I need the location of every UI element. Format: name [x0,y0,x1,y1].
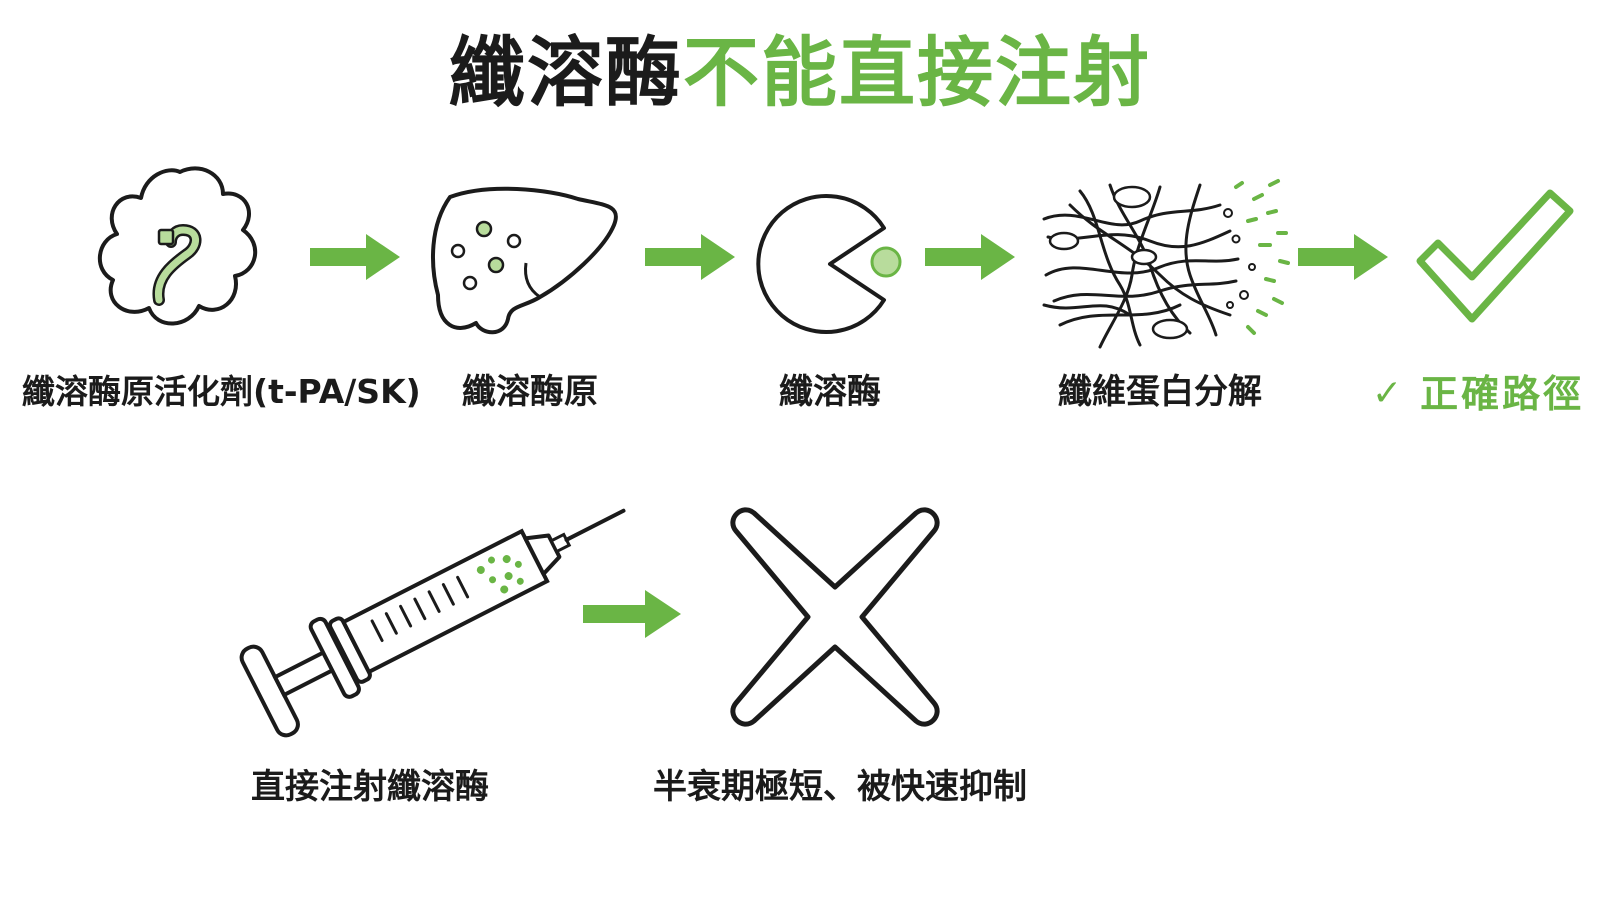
step-label-direct-injection: 直接注射纖溶酶 [251,767,489,807]
liver-icon [431,186,618,335]
arrow-right-icon [645,234,735,280]
syringe-icon [239,508,626,738]
step-label-activator: 纖溶酶原活化劑(t-PA/SK) [22,372,421,411]
correct-path-label: ✓ 正確路徑 [1372,372,1584,416]
arrow-right-icon [925,234,1015,280]
title-green-part: 不能直接注射 [683,28,1151,117]
check-mark-icon [1416,189,1574,323]
correct-path-text: 正確路徑 [1420,372,1585,416]
activator-molecule-icon [97,166,258,326]
step-label-plasminogen: 纖溶酶原 [462,372,598,412]
title-dark-part: 纖溶酶 [449,28,683,117]
small-check-icon: ✓ [1372,373,1403,414]
step-label-short-half-life: 半衰期極短、被快速抑制 [653,767,1027,807]
pacman-enzyme-icon [756,194,902,334]
arrow-right-icon [310,234,400,280]
cross-mark-icon [730,507,940,727]
arrow-right-icon [1298,234,1388,280]
step-label-plasmin: 纖溶酶 [779,372,881,412]
fibrin-breakdown-icon [1042,179,1290,349]
step-label-fibrinolysis: 纖維蛋白分解 [1058,372,1262,412]
diagram-title: 纖溶酶不能直接注射 [0,28,1600,118]
arrow-right-icon [583,590,681,638]
